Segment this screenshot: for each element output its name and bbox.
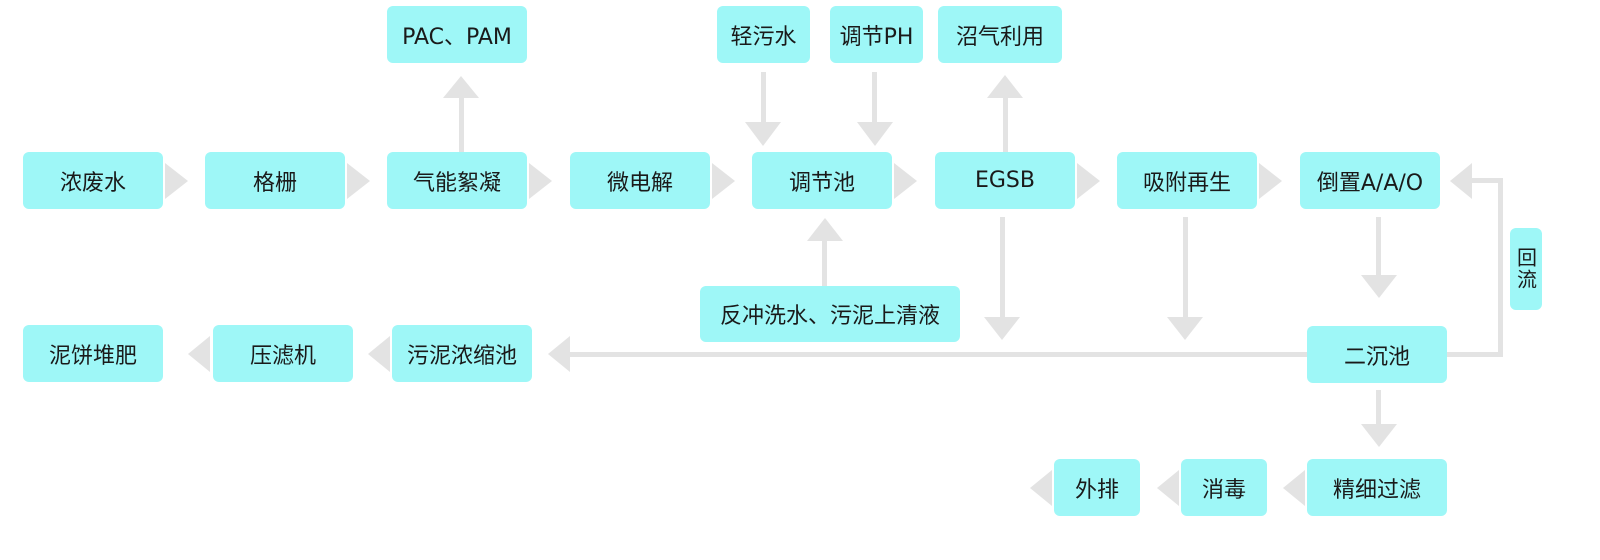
node-backwash-supernatant: 反冲洗水、污泥上清液 <box>700 286 960 342</box>
node-sludge-thickener: 污泥浓缩池 <box>392 325 532 382</box>
arrow-adsorb-to-aao <box>1259 163 1282 199</box>
arrow-floc-to-pac <box>443 76 479 98</box>
line-ph-to-adjust <box>872 72 877 124</box>
line-settle-to-fine <box>1376 390 1381 426</box>
node-fine-filtration: 精细过滤 <box>1307 459 1447 516</box>
node-disinfection: 消毒 <box>1181 459 1267 516</box>
node-inverted-aao: 倒置A/A/O <box>1300 152 1440 209</box>
node-adsorption-regeneration: 吸附再生 <box>1117 152 1257 209</box>
arrow-press-to-cake <box>188 336 210 372</box>
node-grille: 格栅 <box>205 152 345 209</box>
line-reflux-right <box>1498 178 1503 357</box>
node-air-flocculation: 气能絮凝 <box>387 152 527 209</box>
arrow-to-thicken <box>548 336 570 372</box>
arrow-egsb-to-adsorb <box>1077 163 1100 199</box>
node-secondary-clarifier: 二沉池 <box>1307 326 1447 383</box>
arrow-egsb-down <box>984 317 1020 340</box>
node-adjust-ph: 调节PH <box>830 6 923 63</box>
line-egsb-down <box>1000 217 1005 319</box>
line-adsorb-down <box>1183 217 1188 319</box>
node-biogas-utilization: 沼气利用 <box>938 6 1062 63</box>
node-light-wastewater: 轻污水 <box>717 6 810 63</box>
arrow-disinfect-to-discharge <box>1157 470 1179 506</box>
line-settle-to-thicken <box>568 352 1307 357</box>
line-egsb-to-biogas <box>1003 96 1008 152</box>
line-reflux-top <box>1470 178 1503 183</box>
node-micro-electrolysis: 微电解 <box>570 152 710 209</box>
line-light-to-adjust <box>761 72 766 124</box>
arrow-discharge-out <box>1030 470 1052 506</box>
arrow-egsb-to-biogas <box>987 75 1023 98</box>
arrow-aao-to-settle <box>1361 275 1397 298</box>
node-discharge: 外排 <box>1054 459 1140 516</box>
node-reflux: 回流 <box>1510 228 1542 310</box>
node-pac-pam: PAC、PAM <box>387 6 527 63</box>
arrow-raw-to-grid <box>165 163 188 199</box>
node-raw-wastewater: 浓废水 <box>23 152 163 209</box>
line-backwash-to-adjust <box>822 238 827 286</box>
line-aao-to-settle <box>1376 217 1381 277</box>
arrow-thicken-to-press <box>368 336 390 372</box>
arrow-reflux-to-aao <box>1450 163 1472 199</box>
line-floc-to-pac <box>459 96 464 152</box>
node-sludge-cake-compost: 泥饼堆肥 <box>23 325 163 382</box>
node-adjusting-tank: 调节池 <box>752 152 892 209</box>
arrow-adsorb-down <box>1167 317 1203 340</box>
node-egsb: EGSB <box>935 152 1075 209</box>
arrow-adjust-to-egsb <box>894 163 917 199</box>
arrow-light-to-adjust <box>745 122 781 146</box>
arrow-settle-to-fine <box>1361 424 1397 447</box>
arrow-grid-to-floc <box>347 163 370 199</box>
arrow-backwash-to-adjust <box>807 218 843 241</box>
node-filter-press: 压滤机 <box>213 325 353 382</box>
arrow-micro-to-adjust <box>712 163 735 199</box>
line-reflux-bottom <box>1447 352 1503 357</box>
arrow-fine-to-disinfect <box>1283 470 1305 506</box>
arrow-ph-to-adjust <box>857 122 893 146</box>
arrow-floc-to-micro <box>529 163 552 199</box>
